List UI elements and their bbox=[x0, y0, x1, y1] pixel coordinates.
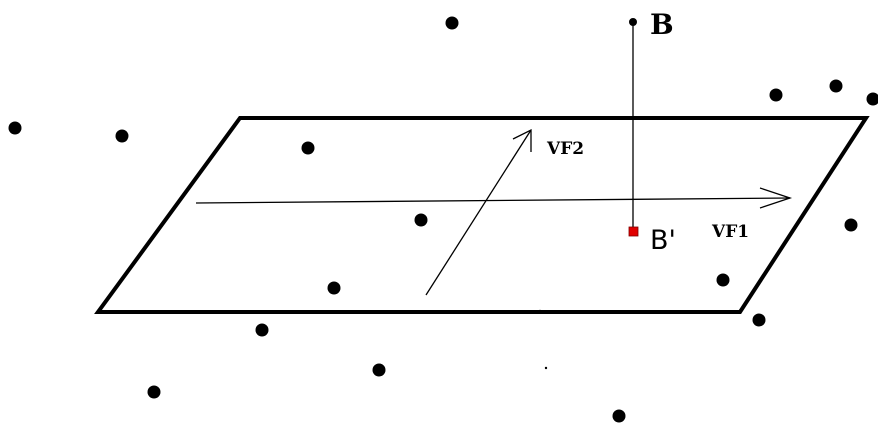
label-b-prime: B' bbox=[650, 225, 676, 256]
data-point bbox=[8, 121, 22, 135]
data-point bbox=[414, 213, 428, 227]
stray-dot bbox=[544, 366, 548, 370]
data-point bbox=[866, 92, 878, 106]
stray-dot bbox=[538, 309, 542, 313]
label-b: B bbox=[650, 8, 674, 41]
data-point bbox=[829, 79, 843, 93]
plane bbox=[94, 116, 870, 314]
scatter-points bbox=[8, 16, 878, 423]
point-b bbox=[629, 18, 637, 26]
data-point bbox=[752, 313, 766, 327]
data-point bbox=[255, 323, 269, 337]
data-point bbox=[844, 218, 858, 232]
data-point bbox=[147, 385, 161, 399]
projection-b-marker bbox=[628, 226, 639, 237]
label-vf1: VF1 bbox=[711, 222, 749, 242]
data-point bbox=[372, 363, 386, 377]
data-point bbox=[612, 409, 626, 423]
data-point bbox=[301, 141, 315, 155]
data-point bbox=[327, 281, 341, 295]
vector-vf1-arrow bbox=[195, 187, 793, 209]
data-point bbox=[716, 273, 730, 287]
vector-vf2-arrow bbox=[425, 128, 532, 296]
label-vf2: VF2 bbox=[546, 139, 584, 159]
data-point bbox=[115, 129, 129, 143]
data-point bbox=[769, 88, 783, 102]
data-point bbox=[445, 16, 459, 30]
